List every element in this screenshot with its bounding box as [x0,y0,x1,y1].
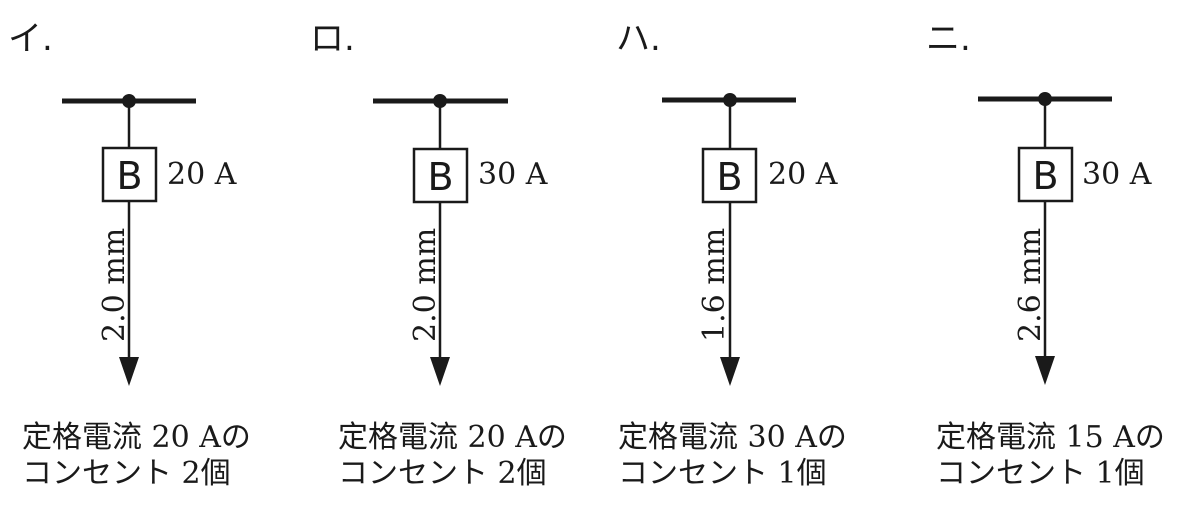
outlet-arrow [119,357,139,386]
breaker-rating: 20 A [768,157,838,192]
option-ha: ハ. B 20 A 1.6 mm 定格電流 30 Aの コンセント 1個 [600,0,900,512]
option-marker: ロ. [310,19,355,59]
caption-line-2: コンセント 2個 [338,456,547,491]
outlet-caption: 定格電流 20 Aの コンセント 2個 [22,420,251,492]
option-marker: イ. [8,19,53,59]
outlet-caption: 定格電流 20 Aの コンセント 2個 [338,420,567,492]
caption-line-1: 定格電流 30 Aの [618,420,847,455]
outlet-arrow [720,357,740,386]
breaker-symbol: B [716,155,742,199]
branch-circuit-diagram: B [373,94,508,386]
outlet-arrow [1035,356,1055,385]
wire-size: 2.0 mm [97,227,132,342]
option-ni: ニ. B 30 A 2.6 mm 定格電流 15 Aの コンセント 1個 [910,0,1200,512]
branch-circuit-diagram: B [662,93,796,386]
option-marker: ニ. [926,19,971,59]
wire-size: 2.0 mm [408,227,443,342]
breaker-rating: 20 A [167,157,237,192]
option-i: イ. B 20 A 2.0 mm 定格電流 20 Aの コンセント 2個 [0,0,300,512]
caption-line-1: 定格電流 15 Aの [936,420,1165,455]
option-ro: ロ. B 30 A 2.0 mm 定格電流 20 Aの コンセント 2個 [310,0,610,512]
breaker-symbol: B [427,155,453,199]
outlet-arrow [430,357,450,386]
breaker-symbol: B [1032,154,1058,198]
breaker-rating: 30 A [478,157,548,192]
branch-circuit-diagram: B [62,94,196,386]
breaker-rating: 30 A [1082,157,1152,192]
caption-line-2: コンセント 2個 [22,456,231,491]
option-marker: ハ. [616,19,661,59]
caption-line-2: コンセント 1個 [936,456,1145,491]
caption-line-2: コンセント 1個 [618,456,827,491]
outlet-caption: 定格電流 30 Aの コンセント 1個 [618,420,847,492]
breaker-symbol: B [116,154,142,198]
wire-size: 1.6 mm [697,227,732,342]
wire-size: 2.6 mm [1013,227,1048,342]
breaker-box [101,146,158,203]
caption-line-1: 定格電流 20 Aの [22,420,251,455]
branch-circuit-diagram: B [978,92,1112,385]
caption-line-1: 定格電流 20 Aの [338,420,567,455]
outlet-caption: 定格電流 15 Aの コンセント 1個 [936,420,1165,492]
